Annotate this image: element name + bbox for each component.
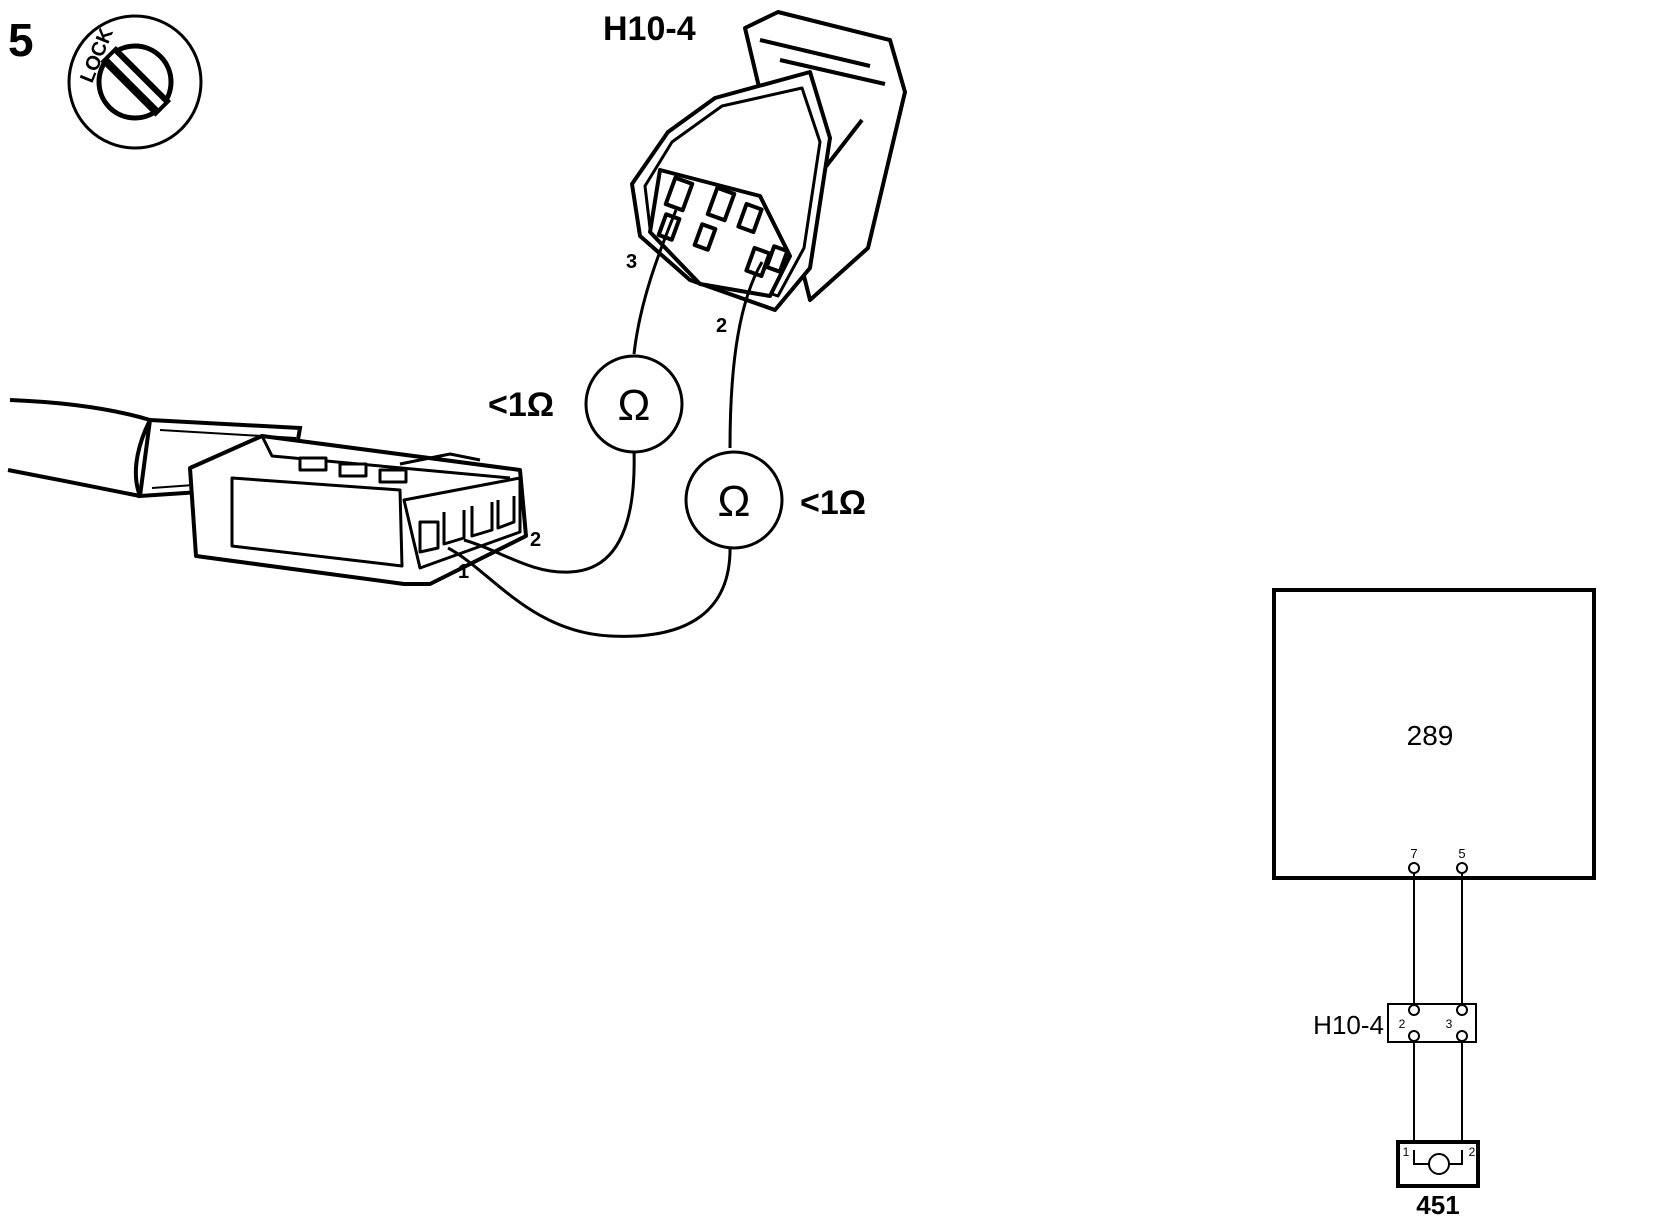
ohmmeter-1-symbol: Ω	[618, 381, 651, 430]
module-pin-5-label: 5	[1458, 846, 1465, 861]
component-451-symbol	[1413, 1150, 1463, 1165]
component-connector	[188, 434, 528, 586]
component-451-label: 451	[1416, 1190, 1459, 1220]
component-pin-2-schematic-label: 2	[1469, 1145, 1476, 1159]
module-289-label: 289	[1407, 720, 1454, 751]
component-pin-2-label: 2	[530, 529, 541, 551]
meter-1-leads	[463, 209, 678, 574]
h10-4-connector	[630, 10, 907, 312]
ohmmeter-1: Ω	[584, 354, 684, 454]
meter-2-leads	[447, 261, 764, 638]
ohmmeter-2-reading: <1Ω	[800, 484, 866, 522]
schematic-h10-4-label: H10-4	[1313, 1010, 1384, 1040]
component-pin-1-label: 1	[458, 561, 469, 583]
schematic-connector-pin-2-label: 2	[1399, 1017, 1406, 1031]
h10-4-pin-2-label: 2	[716, 315, 727, 337]
h10-4-title: H10-4	[603, 10, 696, 48]
schematic-connector-pin-3-label: 3	[1446, 1017, 1453, 1031]
ohmmeter-1-reading: <1Ω	[488, 386, 554, 424]
ohmmeter-2: Ω	[684, 450, 784, 550]
schematic: 289 7 5 H10-4 2 3 1 2 451	[1272, 588, 1596, 1220]
module-289-box	[1272, 588, 1596, 880]
h10-4-pin-3-label: 3	[626, 251, 637, 273]
step-number: 5	[8, 14, 34, 66]
ohmmeter-2-symbol: Ω	[718, 477, 751, 526]
component-pin-1-schematic-label: 1	[1403, 1145, 1410, 1159]
ignition-lock-icon: LOCK	[67, 14, 203, 150]
module-pin-7-label: 7	[1410, 846, 1417, 861]
